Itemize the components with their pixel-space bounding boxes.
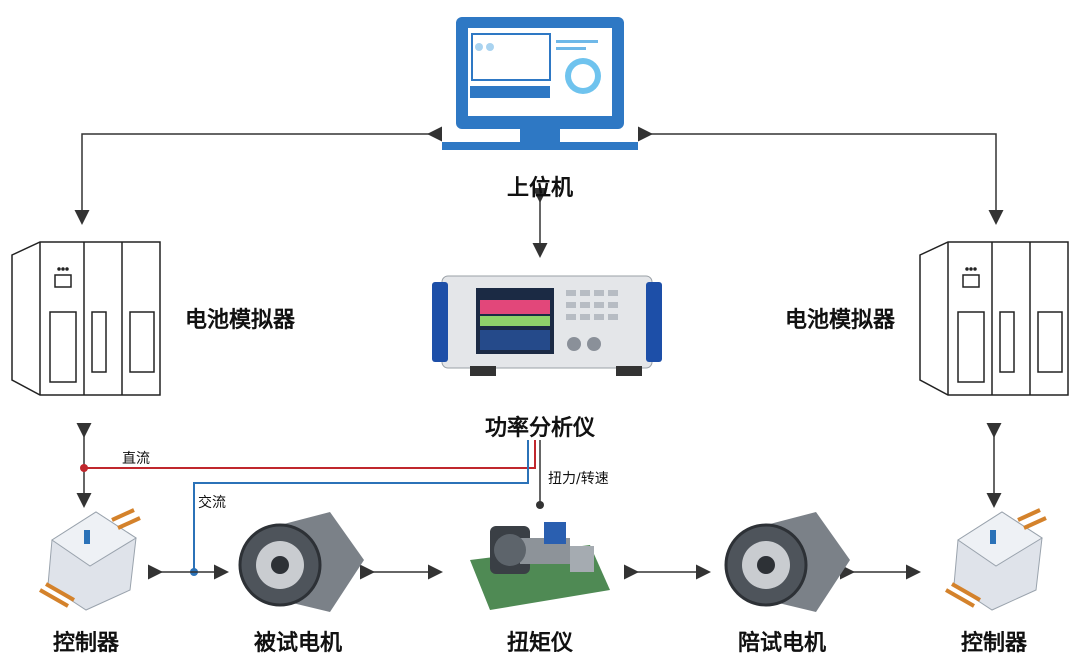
accompany-motor-label: 陪试电机 (737, 631, 827, 656)
controller-icon-right (945, 508, 1047, 611)
dc-line (84, 440, 536, 469)
monitor-icon (442, 17, 638, 150)
motor-icon-accompany (724, 512, 850, 612)
motor-under-test-label: 被试电机 (253, 631, 343, 656)
link-pc-battery-right (638, 126, 1004, 225)
link-pc-battery-left (74, 126, 442, 225)
dc-label: 直流 (122, 451, 150, 467)
power-analyzer-label: 功率分析仪 (484, 416, 596, 441)
controller-left-label: 控制器 (52, 631, 120, 656)
battery-simulator-right-label: 电池模拟器 (784, 308, 896, 333)
torque-speed-label: 扭力/转速 (548, 471, 609, 487)
torque-meter-label: 扭矩仪 (506, 631, 574, 656)
battery-simulator-left-label: 电池模拟器 (184, 308, 296, 333)
ac-label: 交流 (198, 495, 226, 511)
battery-simulator-cabinet-icon-right (919, 241, 1069, 396)
motor-icon-test (238, 512, 364, 612)
host-pc-label: 上位机 (506, 176, 574, 201)
power-analyzer-icon (432, 275, 662, 376)
controller-right-label: 控制器 (960, 631, 1028, 656)
torque-meter-icon (470, 522, 610, 610)
controller-icon-left (39, 508, 141, 611)
ac-line (193, 440, 529, 572)
battery-simulator-cabinet-icon-left (11, 241, 161, 396)
